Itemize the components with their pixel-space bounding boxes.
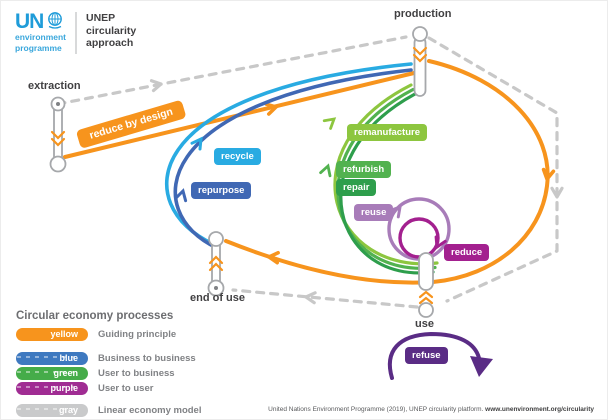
legend-row-blue: blue Business to business (16, 352, 201, 365)
un-emblem-icon (48, 12, 63, 29)
label-remanufacture: remanufacture (347, 124, 427, 141)
title-line-1: UNEP (86, 12, 116, 24)
legend-pill-green: green (16, 367, 88, 380)
refuse-arrow (387, 331, 493, 380)
title-line-2: circularity (86, 24, 137, 37)
legend-label-linear-economy-model: Linear economy model (98, 405, 202, 416)
label-repair: repair (336, 179, 377, 196)
refuse-arrowhead-icon (470, 356, 493, 377)
gray-arrow-right-icon (149, 79, 163, 93)
legend-row-gray: gray Linear economy model (16, 404, 201, 417)
production-pin (412, 26, 428, 97)
reduce-arrow-icon (434, 235, 447, 250)
gray-arrow-left-icon (304, 291, 317, 305)
gray-arrow-down-icon (550, 186, 564, 199)
end-of-use-pin (207, 231, 225, 297)
green-arrow-top-icon (322, 117, 337, 130)
label-refuse: refuse (405, 347, 448, 364)
header-logo: UN environment programme UNEP circularit… (15, 11, 136, 54)
legend-label-business-to-business: Business to business (98, 353, 196, 364)
attribution-url: www.unenvironment.org/circularity (485, 406, 594, 413)
darkblue-arrow-icon (174, 188, 188, 203)
green-arrow-mid-icon (319, 163, 332, 178)
legend-pill-gray: gray (16, 404, 88, 417)
node-pins (49, 26, 434, 318)
node-label-end-of-use: end of use (190, 292, 246, 304)
end-of-use-chevrons-icon (208, 255, 224, 272)
logo-divider (75, 12, 78, 54)
label-reuse: reuse (354, 204, 394, 221)
legend: Circular economy processes yellow Guidin… (16, 310, 201, 417)
orange-arrow-down-icon (541, 167, 556, 183)
blue-arrow-icon (190, 136, 203, 151)
blue-arcs (165, 62, 413, 250)
use-pin (418, 252, 434, 318)
orange-arrow-left-icon (265, 251, 280, 265)
node-label-extraction: extraction (28, 80, 81, 92)
label-repurpose: repurpose (191, 182, 252, 199)
node-label-production: production (394, 8, 452, 20)
linear-economy-path (56, 35, 564, 309)
title-line-3: approach (86, 37, 134, 50)
purple-circles (387, 197, 451, 261)
green-arcs (319, 83, 439, 275)
legend-row-purple: purple User to user (16, 382, 201, 395)
extraction-chevrons-icon (50, 130, 66, 147)
logo-programme-text: programme (15, 42, 62, 53)
un-logo: UN environment programme (15, 11, 66, 53)
extraction-pin (49, 96, 67, 173)
orange-arrow-upright-icon (264, 102, 280, 116)
production-chevrons-icon (412, 46, 428, 63)
page-title: UNEP circularity approach (86, 11, 136, 50)
legend-label-user-to-business: User to business (98, 368, 175, 379)
legend-label-guiding-principle: Guiding principle (98, 329, 177, 340)
legend-row-yellow: yellow Guiding principle (16, 328, 201, 341)
logo-environment-text: environment (15, 32, 67, 42)
legend-label-user-to-user: User to user (98, 383, 154, 394)
attribution-text: United Nations Environment Programme (20… (268, 406, 486, 413)
label-refurbish: refurbish (336, 161, 392, 178)
legend-pill-yellow: yellow (16, 328, 88, 341)
legend-pill-blue: blue (16, 352, 88, 365)
un-logo-text: UN (15, 10, 44, 33)
reuse-arrow-icon (389, 204, 402, 219)
legend-pill-purple: purple (16, 382, 88, 395)
label-reduce: reduce (444, 244, 490, 261)
label-recycle: recycle (214, 148, 261, 165)
legend-row-green: green User to business (16, 367, 201, 380)
legend-title: Circular economy processes (16, 310, 174, 322)
use-chevrons-icon (418, 290, 434, 305)
node-label-use: use (415, 318, 434, 330)
attribution: United Nations Environment Programme (20… (268, 406, 594, 413)
